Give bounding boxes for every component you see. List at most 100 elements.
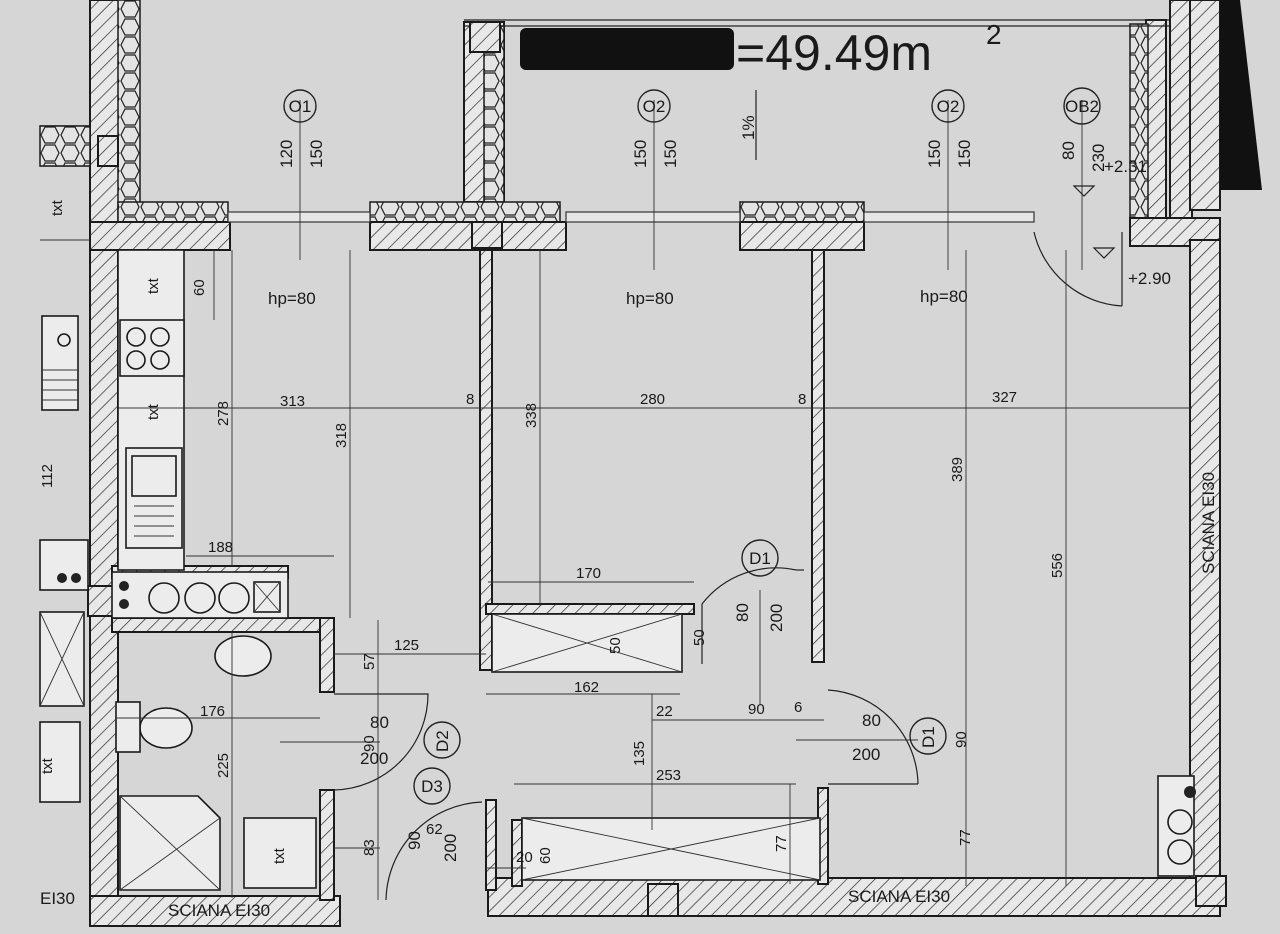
door-tag-d1-upper: D1 80 200: [733, 539, 786, 632]
svg-text:57: 57: [361, 653, 378, 670]
sill-labels: hp=80 hp=80 hp=80 +2.31 +2.90: [268, 157, 1171, 308]
dimension-labels: 313 8 280 8 327 278 318 338 389 556 60 1…: [39, 279, 1066, 866]
wall-labels: SCIANA EI30 SCIANA EI30 SCIANA EI30 EI30: [40, 472, 1218, 920]
svg-text:150: 150: [661, 140, 680, 168]
svg-text:280: 280: [640, 391, 665, 408]
svg-text:D1: D1: [749, 549, 771, 568]
svg-text:22: 22: [656, 703, 673, 720]
svg-text:90: 90: [361, 735, 378, 752]
svg-text:318: 318: [333, 423, 350, 448]
svg-text:200: 200: [767, 604, 786, 632]
vent-labels: txt txt txt txt txt: [39, 199, 288, 864]
door-tags: D1 80 200 D1 80 200 D2 80 200 D3 90 200: [360, 539, 947, 862]
svg-text:313: 313: [280, 393, 305, 410]
svg-text:389: 389: [949, 457, 966, 482]
washbasin: [214, 635, 272, 677]
area-exponent: 2: [986, 19, 1002, 50]
wall-label-south-left: SCIANA EI30: [168, 901, 270, 920]
outer-walls: [87, 135, 1227, 927]
level-label-balcony: +2.31: [1104, 157, 1147, 176]
svg-text:150: 150: [307, 140, 326, 168]
vent-label-1: txt: [49, 199, 66, 216]
svg-text:90: 90: [953, 731, 970, 748]
vent-label-2: txt: [145, 277, 162, 294]
svg-text:225: 225: [215, 753, 232, 778]
wardrobes: [491, 613, 1196, 881]
door-tag-d1-lower: D1 80 200: [852, 711, 947, 764]
svg-text:120: 120: [277, 140, 296, 168]
svg-text:D1: D1: [919, 726, 938, 748]
svg-text:125: 125: [394, 637, 419, 654]
window-tag-ob2: OB2 80 230: [1059, 87, 1108, 172]
svg-text:77: 77: [957, 829, 974, 846]
toilet: [139, 707, 193, 749]
vent-label-5: txt: [271, 847, 288, 864]
sill-label-o1: hp=80: [268, 289, 316, 308]
sill-label-o2-left: hp=80: [626, 289, 674, 308]
dimension-lines: [116, 90, 1192, 900]
svg-text:90: 90: [405, 831, 424, 850]
svg-text:90: 90: [748, 701, 765, 718]
svg-text:80: 80: [862, 711, 881, 730]
svg-text:253: 253: [656, 767, 681, 784]
svg-text:200: 200: [852, 745, 880, 764]
svg-text:80: 80: [733, 603, 752, 622]
svg-text:200: 200: [360, 749, 388, 768]
svg-text:230: 230: [1089, 144, 1108, 172]
svg-text:150: 150: [925, 140, 944, 168]
slope-label: 1%: [739, 115, 758, 140]
svg-text:OB2: OB2: [1065, 97, 1099, 116]
svg-text:O1: O1: [289, 97, 312, 116]
svg-text:20: 20: [516, 849, 533, 866]
vent-label-4: txt: [39, 757, 56, 774]
door-swings: [333, 231, 1123, 901]
svg-text:60: 60: [191, 279, 208, 296]
svg-text:62: 62: [426, 821, 443, 838]
svg-text:D2: D2: [433, 730, 452, 752]
area-label: =49.49m: [736, 25, 932, 81]
svg-text:O2: O2: [643, 97, 666, 116]
level-label-floor: +2.90: [1128, 269, 1171, 288]
svg-text:278: 278: [215, 401, 232, 426]
svg-text:8: 8: [798, 391, 806, 408]
exterior-details: [39, 125, 91, 803]
sill-label-o2-right: hp=80: [920, 287, 968, 306]
window-tag-o1: O1 120 150: [277, 89, 326, 168]
wall-label-corner: EI30: [40, 889, 75, 908]
vent-label-3: txt: [145, 403, 162, 420]
bathroom: [115, 635, 317, 891]
svg-text:162: 162: [574, 679, 599, 696]
balcony-edge: [1220, 0, 1262, 190]
area-label-group: =49.49m 2 1%: [520, 19, 1002, 140]
svg-text:150: 150: [955, 140, 974, 168]
svg-text:80: 80: [1059, 141, 1078, 160]
svg-text:O2: O2: [937, 97, 960, 116]
svg-text:176: 176: [200, 703, 225, 720]
washing-machine: [243, 817, 317, 889]
wall-label-east: SCIANA EI30: [1199, 472, 1218, 574]
north-wall: [89, 0, 1221, 251]
svg-text:77: 77: [773, 835, 790, 852]
svg-text:D3: D3: [421, 777, 443, 796]
svg-text:60: 60: [537, 847, 554, 864]
svg-text:338: 338: [523, 403, 540, 428]
svg-text:170: 170: [576, 565, 601, 582]
svg-text:50: 50: [607, 637, 624, 654]
svg-text:200: 200: [441, 834, 460, 862]
svg-text:83: 83: [361, 839, 378, 856]
svg-text:6: 6: [794, 699, 802, 716]
svg-text:150: 150: [631, 140, 650, 168]
svg-text:112: 112: [39, 464, 56, 488]
window-tag-o2-right: O2 150 150: [925, 89, 974, 168]
wall-label-south-right: SCIANA EI30: [848, 887, 950, 906]
svg-text:188: 188: [208, 539, 233, 556]
window-tags: O1 120 150 O2 150 150 O2 150 150 OB2 80 …: [277, 87, 1108, 172]
svg-text:50: 50: [691, 629, 708, 646]
redacted-room-name: [520, 28, 734, 70]
svg-text:80: 80: [370, 713, 389, 732]
svg-text:8: 8: [466, 391, 474, 408]
window-tag-o2-left: O2 150 150: [631, 89, 680, 168]
kitchen: [111, 249, 289, 619]
